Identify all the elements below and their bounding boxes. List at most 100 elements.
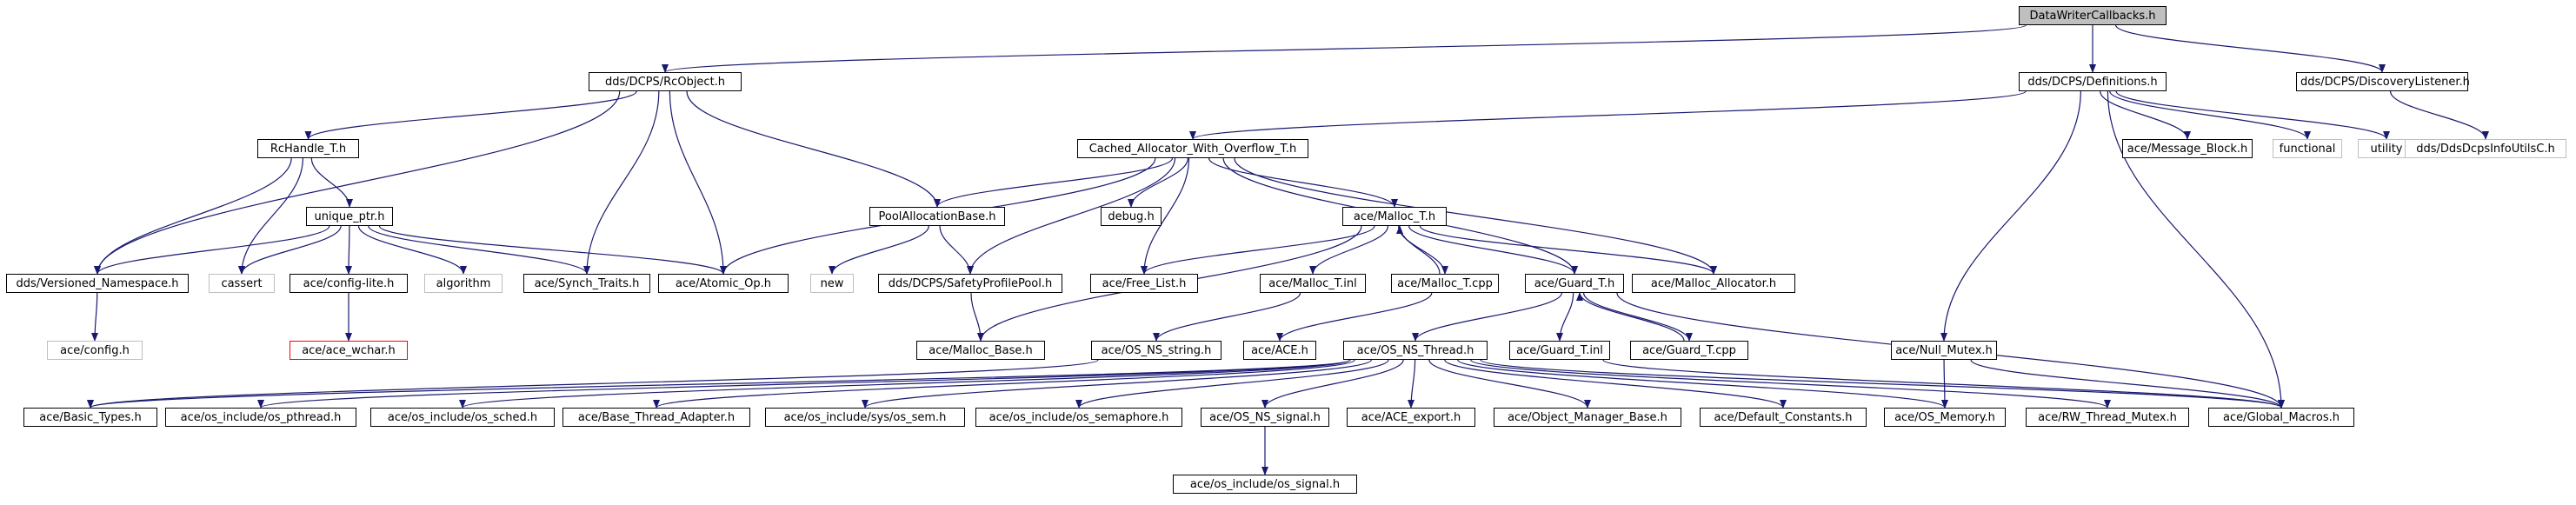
node-config-lite[interactable]: ace/config-lite.h (290, 274, 408, 293)
node-null-mutex[interactable]: ace/Null_Mutex.h (1891, 341, 1997, 360)
node-guard-t-inl[interactable]: ace/Guard_T.inl (1509, 341, 1610, 360)
node-ace-h[interactable]: ace/ACE.h (1243, 341, 1316, 360)
node-ace-export[interactable]: ace/ACE_export.h (1347, 408, 1475, 427)
node-os-ns-string[interactable]: ace/OS_NS_string.h (1091, 341, 1221, 360)
node-os-semaphore[interactable]: ace/os_include/os_semaphore.h (975, 408, 1182, 427)
node-safetyprofilepool[interactable]: dds/DCPS/SafetyProfilePool.h (878, 274, 1062, 293)
edge-rchandle-to-versioned_ns (94, 157, 292, 275)
node-guard-t[interactable]: ace/Guard_T.h (1525, 274, 1624, 293)
node-os-memory[interactable]: ace/OS_Memory.h (1884, 408, 2006, 427)
edge-definitions-to-global_macros (2107, 90, 2285, 409)
node-atomic-op[interactable]: ace/Atomic_Op.h (658, 274, 789, 293)
edge-discoverylistener-to-ddsdcpsinfo (2389, 90, 2489, 140)
edge-os_ns_thread-to-basic_types (87, 359, 1351, 409)
node-os-sem[interactable]: ace/os_include/sys/os_sem.h (765, 408, 965, 427)
node-os-pthread[interactable]: ace/os_include/os_pthread.h (165, 408, 356, 427)
edge-os_ns_thread-to-default_constants (1444, 359, 1787, 409)
node-utility: utility (2358, 139, 2415, 158)
edge-os_ns_thread-to-os_pthread (257, 359, 1351, 409)
node-malloc-base[interactable]: ace/Malloc_Base.h (916, 341, 1045, 360)
node-unique-ptr[interactable]: unique_ptr.h (306, 207, 393, 226)
edge-malloc_t_cpp-to-ace_h (1276, 292, 1433, 342)
node-config: ace/config.h (47, 341, 143, 360)
node-discoverylistener[interactable]: dds/DCPS/DiscoveryListener.h (2296, 72, 2470, 91)
node-message-block[interactable]: ace/Message_Block.h (2122, 139, 2253, 158)
edge-guard_t-to-os_ns_thread (1412, 292, 1562, 342)
node-os-signal[interactable]: ace/os_include/os_signal.h (1173, 475, 1357, 494)
edge-os_ns_thread-to-global_macros (1480, 359, 2285, 409)
node-malloc-t-cpp[interactable]: ace/Malloc_T.cpp (1391, 274, 1499, 293)
edge-layer (87, 24, 2489, 475)
node-os-ns-thread[interactable]: ace/OS_NS_Thread.h (1343, 341, 1488, 360)
edge-unique_ptr-to-algorithm (357, 225, 467, 275)
node-ddsdcpsinfoutilsc: dds/DdsDcpsInfoUtilsC.h (2405, 139, 2566, 158)
node-new: new (810, 274, 854, 293)
node-cached-allocator[interactable]: Cached_Allocator_With_Overflow_T.h (1077, 139, 1308, 158)
edge-unique_ptr-to-synch_traits (368, 225, 590, 275)
edge-malloc_t-to-guard_t (1408, 225, 1578, 275)
node-functional: functional (2273, 139, 2342, 158)
node-malloc-t-inl[interactable]: ace/Malloc_T.inl (1260, 274, 1366, 293)
edge-rchandle-to-unique_ptr (310, 157, 353, 208)
edge-cached_alloc-to-free_list (1141, 157, 1190, 275)
node-global-macros[interactable]: ace/Global_Macros.h (2208, 408, 2354, 427)
edge-malloc_t-to-malloc_t_inl (1309, 225, 1389, 275)
edge-cached_alloc-to-safety_pool (967, 157, 1176, 275)
edge-definitions-to-cached_alloc (1189, 90, 2027, 140)
edge-cached_alloc-to-malloc_t (1208, 157, 1398, 208)
edge-rchandle-to-cassert (238, 157, 303, 275)
edge-unique_ptr-to-cassert (238, 225, 342, 275)
node-os-sched[interactable]: ace/os_include/os_sched.h (370, 408, 555, 427)
edge-cached_alloc-to-malloc_allocator (1234, 157, 1717, 275)
edge-definitions-to-null_mutex (1940, 90, 2081, 342)
edge-root-to-discoverylistener (2115, 24, 2386, 73)
node-malloc-t[interactable]: ace/Malloc_T.h (1342, 207, 1447, 226)
node-free-list[interactable]: ace/Free_List.h (1090, 274, 1198, 293)
edge-cached_alloc-to-debug (1128, 157, 1188, 208)
node-rcobject[interactable]: dds/DCPS/RcObject.h (589, 72, 742, 91)
node-guard-t-cpp[interactable]: ace/Guard_T.cpp (1630, 341, 1748, 360)
node-rw-thread-mutex[interactable]: ace/RW_Thread_Mutex.h (2026, 408, 2189, 427)
edge-rcobject-to-atomic_op (669, 90, 727, 275)
node-cassert: cassert (209, 274, 275, 293)
node-basic-types[interactable]: ace/Basic_Types.h (23, 408, 157, 427)
node-definitions[interactable]: dds/DCPS/Definitions.h (2019, 72, 2167, 91)
node-object-manager-base[interactable]: ace/Object_Manager_Base.h (1494, 408, 1681, 427)
node-debug[interactable]: debug.h (1101, 207, 1162, 226)
node-synch-traits[interactable]: ace/Synch_Traits.h (523, 274, 650, 293)
node-ace-wchar[interactable]: ace/ace_wchar.h (290, 341, 408, 360)
edge-malloc_t-to-free_list (1141, 225, 1375, 275)
edge-os_ns_thread-to-object_manager_base (1428, 359, 1591, 409)
node-datawritercallbacks: DataWriterCallbacks.h (2019, 6, 2167, 25)
node-versioned-namespace[interactable]: dds/Versioned_Namespace.h (6, 274, 189, 293)
edge-poolalloc-to-new (829, 225, 929, 275)
node-malloc-allocator[interactable]: ace/Malloc_Allocator.h (1632, 274, 1795, 293)
edge-guard_t_cpp-to-guard_t (1576, 292, 1685, 342)
node-base-thread-adapter[interactable]: ace/Base_Thread_Adapter.h (562, 408, 750, 427)
node-algorithm: algorithm (424, 274, 503, 293)
edge-guard_t-to-guard_t_cpp (1582, 292, 1693, 342)
edge-os_ns_thread-to-os_semaphore (1075, 359, 1389, 409)
node-default-constants[interactable]: ace/Default_Constants.h (1700, 408, 1867, 427)
edge-os_ns_thread-to-os_memory (1457, 359, 1948, 409)
edge-poolalloc-to-safety_pool (939, 225, 974, 275)
edge-os_ns_thread-to-os_ns_signal (1261, 359, 1404, 409)
edge-unique_ptr-to-versioned_ns (94, 225, 330, 275)
edge-os_ns_thread-to-rw_thread_mutex (1470, 359, 2111, 409)
edge-definitions-to-utility (2115, 90, 2390, 140)
edge-versioned_ns-to-config (91, 292, 99, 342)
edge-null_mutex-to-global_macros (1970, 359, 2285, 409)
edge-malloc_t-to-malloc_allocator (1419, 225, 1717, 275)
node-os-ns-signal[interactable]: ace/OS_NS_signal.h (1201, 408, 1329, 427)
edge-definitions-to-message_block (2100, 90, 2191, 140)
edge-guard_t-to-guard_t_inl (1556, 292, 1574, 342)
edge-guard_t_inl-to-global_macros (1602, 359, 2285, 409)
edge-os_ns_thread-to-os_sched (459, 359, 1351, 409)
node-rchandle[interactable]: RcHandle_T.h (257, 139, 359, 158)
edge-malloc_t_cpp-to-malloc_t (1396, 225, 1441, 275)
edge-malloc_t_inl-to-os_ns_string (1153, 292, 1301, 342)
edge-os_ns_string-to-basic_types (87, 359, 1099, 409)
node-poolallocationbase[interactable]: PoolAllocationBase.h (869, 207, 1005, 226)
edge-definitions-to-functional (2109, 90, 2311, 140)
